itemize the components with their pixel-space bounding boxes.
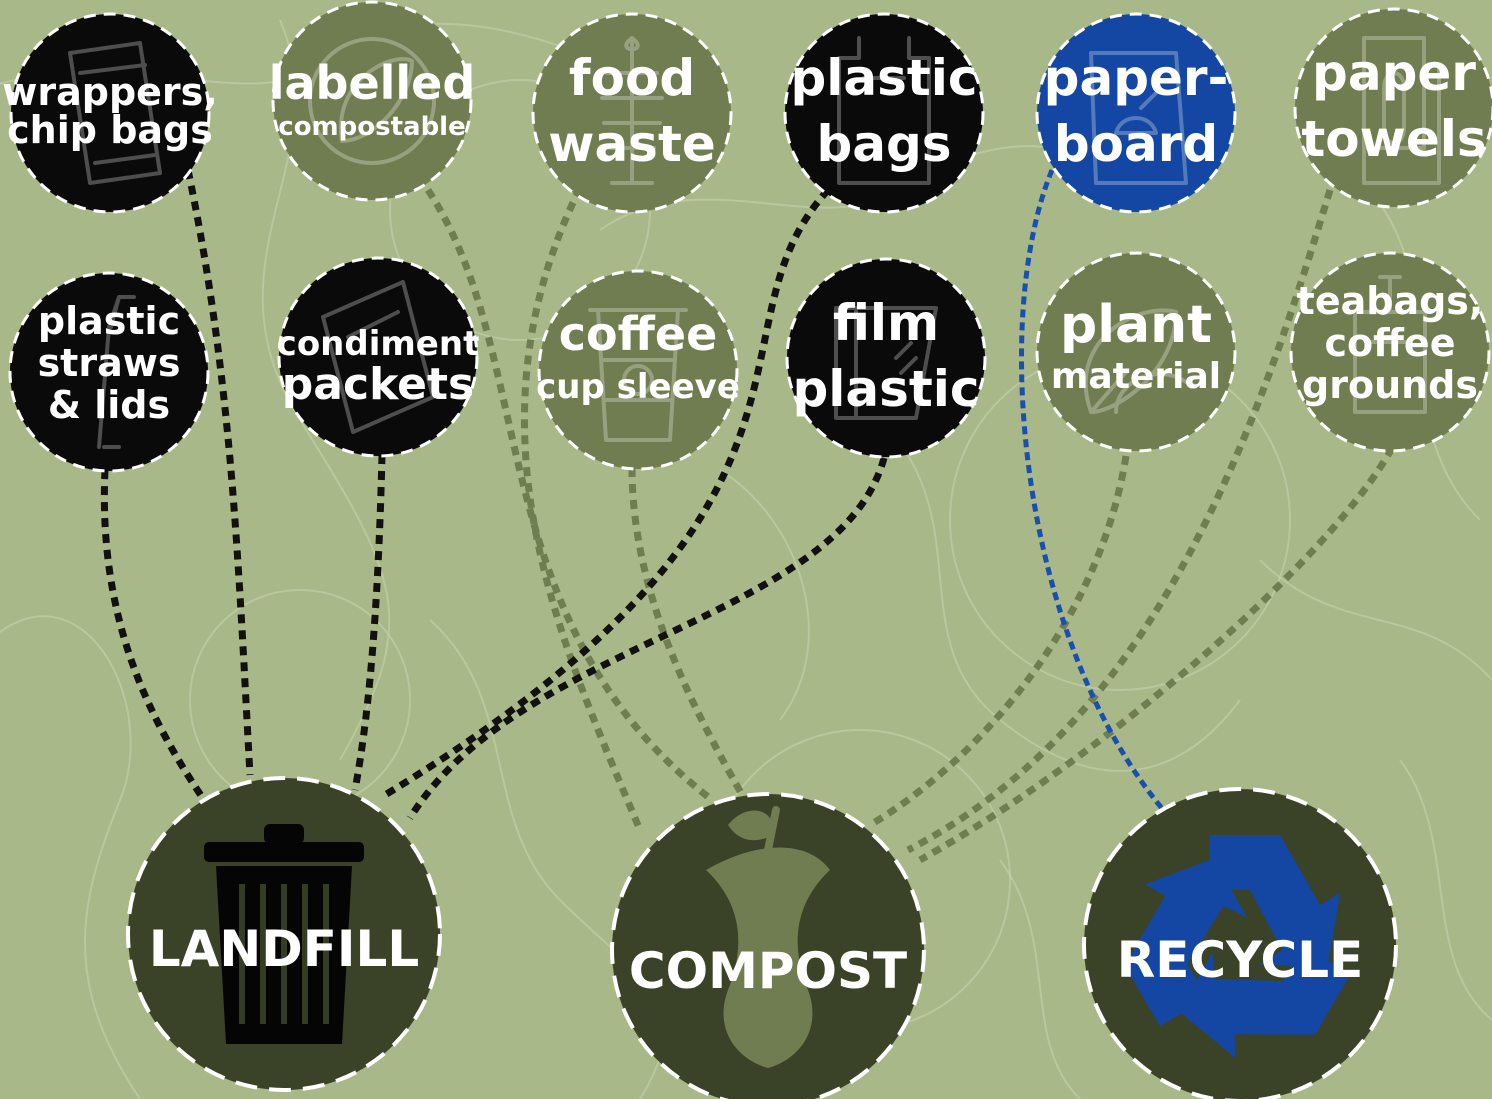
item-straws-label-line: plastic	[38, 299, 180, 343]
item-film-label-line: film	[833, 294, 939, 352]
item-paper-towels: paper towels	[1293, 7, 1492, 209]
item-coffee-sleeve-label-line: cup sleeve	[536, 367, 740, 407]
item-wrappers-circle	[9, 12, 211, 214]
connection-coffee-sleeve-to-compost	[628, 467, 749, 802]
item-food-label-line: waste	[548, 115, 716, 173]
item-paper-towels-label-line: paper	[1312, 44, 1476, 102]
connection-plastic-bags-to-landfill	[383, 187, 831, 798]
item-paperboard: paper-board	[1035, 12, 1237, 214]
item-plant-label-line: material	[1051, 356, 1221, 397]
compost-bin-label: COMPOST	[629, 942, 907, 1000]
connection-paperboard-to-recycle	[1019, 169, 1167, 814]
item-condiment-label-line: condiment	[277, 324, 480, 364]
landfill-bin-label: LANDFILL	[149, 920, 419, 978]
compost-bin: COMPOST	[610, 792, 926, 1099]
bins-layer: LANDFILL COMPOST RECYCLE	[126, 776, 1398, 1099]
item-wrappers-label-line: wrappers,	[2, 70, 217, 114]
connection-plant-to-compost	[868, 455, 1130, 829]
connection-lines	[100, 169, 1396, 864]
item-straws-circle	[8, 271, 210, 473]
ketchup-packet-icon	[321, 280, 435, 434]
recycle-icon	[1124, 835, 1351, 1058]
recycle-bin-label: RECYCLE	[1117, 931, 1363, 989]
item-teabags-circle	[1289, 251, 1491, 453]
connection-straws-to-landfill	[100, 469, 207, 802]
item-plastic-bags-label-line: plastic	[790, 49, 977, 107]
item-coffee-sleeve: coffee cup sleeve	[536, 269, 740, 471]
connection-food-to-compost	[520, 186, 644, 832]
item-food-label-line: food	[569, 49, 695, 107]
item-paper-towels-circle	[1293, 7, 1492, 209]
item-condiment-label-line: packets	[282, 359, 474, 410]
item-teabags-label-line: grounds	[1302, 363, 1478, 407]
item-paperboard-label-line: board	[1054, 115, 1218, 173]
item-coffee-sleeve-circle	[537, 269, 739, 471]
item-labelled-circle	[271, 0, 473, 202]
item-labelled-label-line: compostable	[278, 112, 465, 142]
apple-core-icon	[706, 806, 830, 1068]
item-film: film plastic	[785, 257, 987, 459]
connection-film-to-landfill	[407, 457, 888, 820]
item-food-circle	[531, 12, 733, 214]
item-teabags-label-line: coffee	[1325, 321, 1456, 365]
leaf-icon	[1083, 308, 1188, 414]
item-condiment-circle	[277, 256, 479, 458]
item-paper-towels-label-line: towels	[1301, 110, 1486, 168]
connection-condiment-to-landfill	[351, 454, 386, 791]
item-food: food waste	[531, 12, 733, 214]
item-teabags-label-line: teabags,	[1297, 279, 1484, 323]
item-paperboard-label-line: paper-	[1044, 49, 1229, 107]
plastic-bag-icon	[837, 36, 931, 185]
item-plastic-bags-label-line: bags	[816, 115, 951, 173]
compostable-leaf-icon	[308, 37, 436, 165]
connection-wrappers-to-landfill	[184, 169, 254, 776]
trash-can-icon	[204, 824, 364, 1044]
teabag-icon	[1353, 275, 1427, 414]
item-straws-label-line: straws	[38, 341, 181, 385]
fish-bone-icon	[600, 36, 664, 185]
item-paperboard-circle	[1035, 12, 1237, 214]
cereal-box-icon	[1089, 51, 1188, 185]
item-film-label-line: plastic	[792, 360, 979, 418]
item-wrappers-label-line: chip bags	[7, 108, 213, 152]
item-plastic-bags: plastic bags	[783, 12, 985, 214]
item-wrappers: wrappers,chip bags	[2, 12, 218, 214]
item-plastic-bags-circle	[783, 12, 985, 214]
item-coffee-sleeve-label-line: coffee	[559, 307, 718, 361]
item-plant-label-line: plant	[1060, 295, 1212, 355]
coffee-cup-icon	[588, 308, 688, 442]
film-roll-icon	[834, 306, 938, 420]
wrapper-icon	[68, 41, 162, 185]
item-film-circle	[785, 257, 987, 459]
item-plant-circle	[1035, 251, 1237, 453]
connection-labelled-to-compost	[425, 188, 715, 803]
landfill-bin: LANDFILL	[126, 776, 442, 1092]
item-straws-label-line: & lids	[48, 383, 170, 427]
recycle-bin: RECYCLE	[1082, 787, 1398, 1099]
straw-icon	[97, 295, 136, 449]
paper-towel-roll-icon	[1362, 36, 1441, 185]
item-labelled-label-line: labelled	[269, 56, 476, 110]
